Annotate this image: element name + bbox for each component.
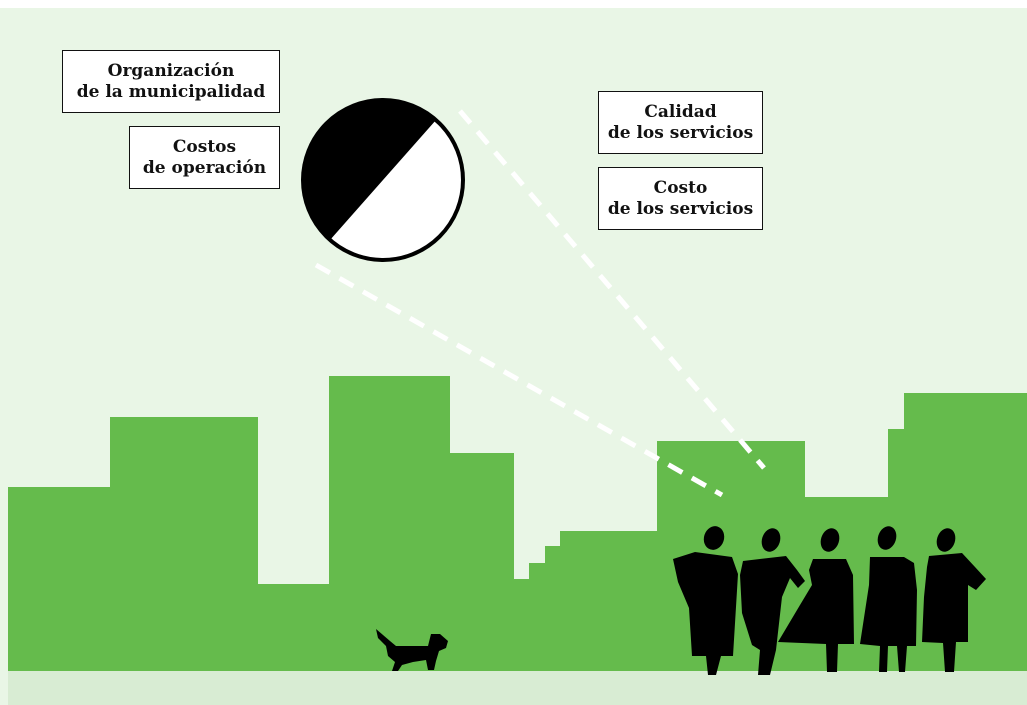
beam-line-upper (458, 109, 766, 470)
label-costo-servicios-line-2: de los servicios (607, 198, 754, 219)
label-costos-operacion-line-2: de operación (142, 157, 267, 178)
label-costo-servicios: Costo de los servicios (598, 167, 763, 230)
label-calidad-servicios: Calidad de los servicios (598, 91, 763, 154)
person-5-silhouette (922, 528, 986, 672)
disc-black-half (302, 99, 436, 240)
ground-strip (8, 671, 1027, 705)
person-1-silhouette (673, 526, 738, 675)
label-calidad-servicios-line-1: Calidad (644, 101, 717, 122)
dog-silhouette (376, 629, 448, 671)
label-organizacion-municipalidad: Organización de la municipalidad (62, 50, 280, 113)
person-2-silhouette (740, 528, 805, 675)
person-4-silhouette (860, 526, 917, 672)
label-costo-servicios-line-1: Costo (653, 177, 708, 198)
label-costos-operacion: Costos de operación (129, 126, 280, 189)
beam-line-lower (314, 262, 724, 498)
label-calidad-servicios-line-2: de los servicios (607, 122, 754, 143)
label-organizacion-line-1: Organización (107, 60, 235, 81)
projection-beam (314, 109, 766, 498)
label-costos-operacion-line-1: Costos (172, 136, 237, 157)
person-3-silhouette (778, 528, 854, 672)
disc-outline (301, 98, 465, 262)
label-organizacion-line-2: de la municipalidad (76, 81, 266, 102)
people-group (673, 526, 986, 675)
half-disc-symbol (301, 98, 465, 262)
